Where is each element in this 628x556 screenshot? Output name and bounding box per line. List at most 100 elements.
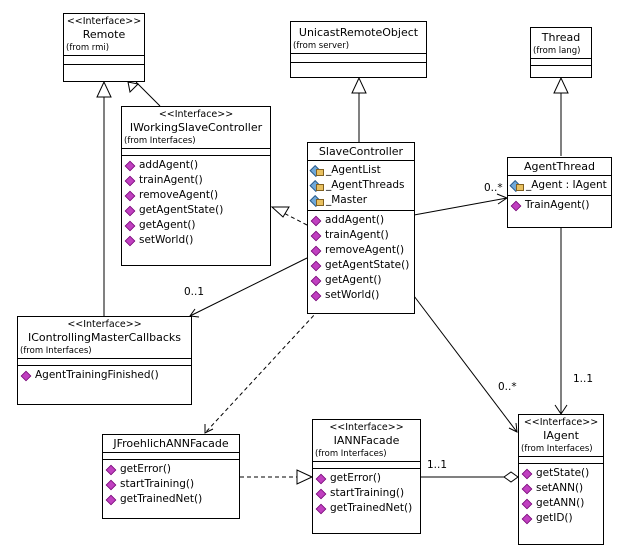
package-note: (from Interfaces)	[124, 136, 196, 146]
class-icontrolling-master-callbacks[interactable]: <<Interface>> IControllingMasterCallback…	[17, 316, 192, 405]
operation-label: getAgentState()	[325, 259, 410, 271]
stereotype: <<Interface>>	[66, 16, 142, 27]
iworking-realization-head	[270, 206, 290, 218]
operations-compartment: TrainAgent()	[508, 195, 611, 215]
operation: setANN()	[521, 481, 603, 496]
attribute-icon	[311, 166, 324, 176]
stereotype: <<Interface>>	[67, 319, 142, 330]
operation: removeAgent()	[124, 188, 270, 203]
operation-icon	[124, 190, 136, 201]
class-name: Remote	[82, 28, 126, 41]
operation: getID()	[521, 511, 603, 526]
class-iann-facade[interactable]: <<Interface>> IANNFacade (from Interface…	[312, 419, 421, 534]
operation: setWorld()	[124, 233, 270, 248]
operation: startTraining()	[315, 486, 420, 501]
class-name: Thread	[541, 31, 581, 44]
package-note: (from Interfaces)	[20, 346, 92, 356]
operation: addAgent()	[310, 213, 414, 228]
operation: getError()	[105, 462, 239, 477]
class-slave-controller[interactable]: SlaveController _AgentList _AgentThreads…	[307, 142, 415, 314]
thread-generalization-head	[553, 76, 569, 94]
class-remote[interactable]: <<Interface>> Remote (from rmi)	[63, 13, 145, 82]
class-name: SlaveController	[318, 145, 404, 158]
operation-label: getError()	[120, 463, 172, 475]
operation-icon	[124, 175, 136, 186]
iagent-nav-arrow-1	[508, 422, 518, 433]
remote-generalization-head-1	[127, 81, 140, 94]
operation: getState()	[521, 466, 603, 481]
operation: getTrainedNet()	[105, 492, 239, 507]
multiplicity-agentthread-iagent: 1..1	[573, 373, 594, 385]
operation-label: getAgent()	[325, 274, 382, 286]
stereotype: <<Interface>>	[523, 417, 599, 428]
operation-label: getID()	[536, 512, 573, 524]
operation-label: addAgent()	[325, 214, 385, 226]
multiplicity-iannfacade-iagent: 1..1	[427, 459, 448, 471]
class-thread[interactable]: Thread (from lang)	[530, 27, 592, 78]
operation-icon	[310, 290, 322, 301]
class-name: UnicastRemoteObject	[298, 26, 419, 39]
operation-label: AgentTrainingFinished()	[35, 369, 159, 381]
attribute-icon	[311, 196, 324, 206]
operation: getAgent()	[310, 273, 414, 288]
attribute: _AgentList	[311, 163, 414, 178]
class-iworking-slave-controller[interactable]: <<Interface>> IWorkingSlaveController (f…	[121, 106, 271, 266]
slave-jfroehlich-dependency	[204, 299, 329, 434]
class-unicast-remote-object[interactable]: UnicastRemoteObject (from server)	[290, 21, 427, 78]
class-agent-thread[interactable]: AgentThread _Agent : IAgent TrainAgent()	[507, 157, 612, 228]
jfroehlich-dependency-arrow	[204, 424, 214, 434]
attribute-label: _Agent : IAgent	[526, 179, 607, 191]
operation: setWorld()	[310, 288, 414, 303]
operation-icon	[20, 370, 32, 381]
operation-icon	[521, 468, 533, 479]
operation-icon	[521, 513, 533, 524]
remote-generalization-head-2	[96, 80, 112, 98]
package-note: (from server)	[293, 41, 350, 51]
operation-label: removeAgent()	[325, 244, 405, 256]
operation-icon	[105, 479, 117, 490]
operation: startTraining()	[105, 477, 239, 492]
iannfacade-realization-head	[296, 469, 314, 485]
operation-icon	[315, 488, 327, 499]
package-note: (from rmi)	[66, 43, 110, 53]
class-name: IControllingMasterCallbacks	[27, 331, 182, 344]
operation-icon	[124, 205, 136, 216]
operation-label: getAgentState()	[139, 204, 224, 216]
operation: AgentTrainingFinished()	[20, 368, 191, 383]
aggregation-diamond	[503, 471, 519, 483]
operation-label: trainAgent()	[139, 174, 203, 186]
class-name: JFroehlichANNFacade	[113, 437, 229, 450]
operations-compartment: getState() setANN() getANN() getID()	[519, 463, 603, 528]
operation: removeAgent()	[310, 243, 414, 258]
operations-compartment: addAgent() trainAgent() removeAgent() ge…	[122, 155, 270, 250]
iworking-remote-generalization	[135, 81, 161, 107]
operation-label: getTrainedNet()	[120, 493, 203, 505]
operation-icon	[315, 473, 327, 484]
operation-label: TrainAgent()	[525, 199, 590, 211]
operation-icon	[105, 464, 117, 475]
multiplicity-slave-icontrolling: 0..1	[184, 286, 205, 298]
operation: getTrainedNet()	[315, 501, 420, 516]
operation: addAgent()	[124, 158, 270, 173]
operation-label: startTraining()	[120, 478, 195, 490]
stereotype: <<Interface>>	[158, 109, 234, 120]
operation-label: startTraining()	[330, 487, 405, 499]
multiplicity-slave-agentthread: 0..*	[484, 182, 503, 194]
operation-icon	[521, 498, 533, 509]
operation-label: setANN()	[536, 482, 584, 494]
operation-label: addAgent()	[139, 159, 199, 171]
operation-label: removeAgent()	[139, 189, 219, 201]
attribute-icon	[311, 181, 324, 191]
class-jfroehlich-ann-facade[interactable]: JFroehlichANNFacade getError() startTrai…	[102, 434, 240, 519]
operation: getANN()	[521, 496, 603, 511]
operation-icon	[510, 200, 522, 211]
operation-icon	[310, 230, 322, 241]
class-iagent[interactable]: <<Interface>> IAgent (from Interfaces) g…	[518, 414, 604, 545]
operation: getAgentState()	[310, 258, 414, 273]
operation-label: getANN()	[536, 497, 585, 509]
operation-label: getError()	[330, 472, 382, 484]
stereotype: <<Interface>>	[329, 422, 404, 433]
package-note: (from Interfaces)	[315, 449, 387, 459]
operation-label: getTrainedNet()	[330, 502, 413, 514]
